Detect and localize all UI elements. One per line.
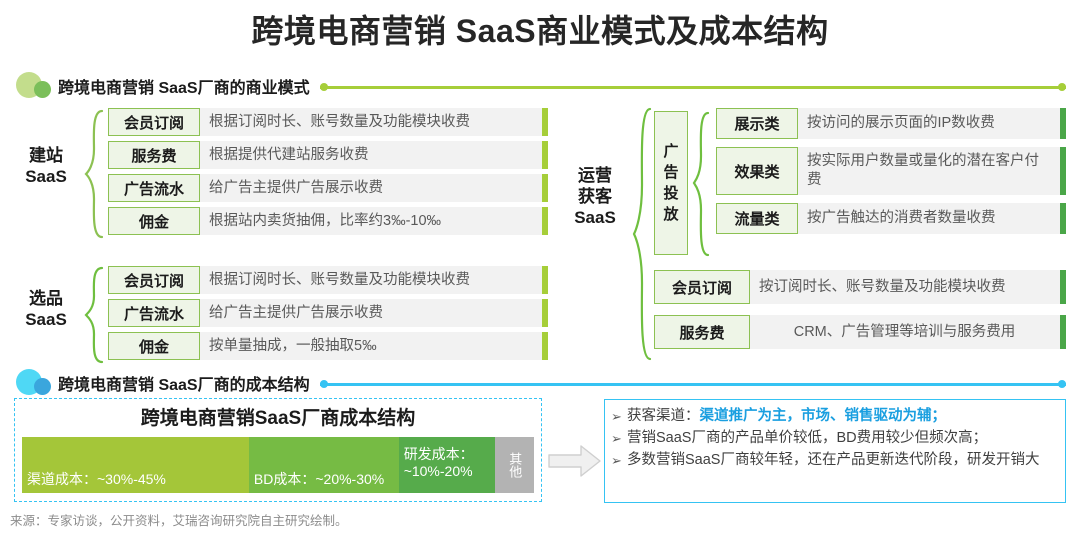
row-desc: 根据提供代建站服务收费	[209, 146, 369, 163]
bullet-arrow-icon: ➢	[611, 431, 622, 446]
table-row[interactable]: 广告流水 给广告主提供广告展示收费	[108, 174, 548, 202]
row-tag: 展示类	[716, 108, 798, 139]
table-row[interactable]: 展示类 按访问的展示页面的IP数收费	[716, 108, 1066, 139]
brace-xuanpin-icon	[84, 266, 104, 364]
section-header-business-model: 跨境电商营销 SaaS厂商的商业模式	[14, 71, 1066, 101]
row-tag: 佣金	[108, 207, 200, 235]
row-desc: 按订阅时长、账号数量及功能模块收费	[759, 278, 1006, 295]
row-accent-bar	[1060, 270, 1066, 304]
table-row[interactable]: 会员订阅 按订阅时长、账号数量及功能模块收费	[654, 270, 1066, 304]
section-rule-green	[319, 82, 1066, 91]
table-row[interactable]: 佣金 根据站内卖货抽佣，比率约3‰-10‰	[108, 207, 548, 235]
row-accent-bar	[1060, 147, 1066, 195]
row-desc: 给广告主提供广告展示收费	[209, 304, 383, 321]
row-tag: 服务费	[654, 315, 750, 349]
row-desc: 按实际用户数量或量化的潜在客户付费	[807, 153, 1039, 188]
table-row[interactable]: 服务费 CRM、广告管理等培训与服务费用	[654, 315, 1066, 349]
group-label-xuanpin: 选品 SaaS	[25, 289, 67, 329]
bar-segment-other[interactable]: 其他	[495, 437, 535, 493]
row-tag: 广告流水	[108, 299, 200, 327]
table-row[interactable]: 会员订阅 根据订阅时长、账号数量及功能模块收费	[108, 266, 548, 294]
cost-structure-chart: 跨境电商营销SaaS厂商成本结构 渠道成本：~30%-45% BD成本：~20%…	[14, 398, 542, 502]
section-title-business-model: 跨境电商营销 SaaS厂商的商业模式	[58, 80, 310, 97]
rows-jianzhan: 会员订阅 根据订阅时长、账号数量及功能模块收费 服务费 根据提供代建站服务收费 …	[108, 108, 548, 240]
row-accent-bar	[542, 299, 548, 327]
two-circles-cyan-icon	[14, 369, 58, 397]
row-tag: 会员订阅	[654, 270, 750, 304]
brace-yunying-icon	[632, 107, 652, 361]
table-row[interactable]: 效果类 按实际用户数量或量化的潜在客户付费	[716, 147, 1066, 195]
bullet-arrow-icon: ➢	[611, 453, 622, 468]
note-text: 营销SaaS厂商的产品单价较低，BD费用较少但频次高；	[627, 430, 988, 446]
list-item: ➢ 获客渠道：渠道推广为主，市场、销售驱动为辅；	[611, 406, 1057, 427]
table-row[interactable]: 流量类 按广告触达的消费者数量收费	[716, 203, 1066, 234]
row-desc: 按广告触达的消费者数量收费	[807, 210, 996, 226]
rows-yunying-direct: 会员订阅 按订阅时长、账号数量及功能模块收费 服务费 CRM、广告管理等培训与服…	[654, 270, 1066, 354]
chart-title: 跨境电商营销SaaS厂商成本结构	[140, 408, 416, 429]
row-accent-bar	[1060, 203, 1066, 234]
table-row[interactable]: 广告流水 给广告主提供广告展示收费	[108, 299, 548, 327]
note-text: 多数营销SaaS厂商较年轻，还在产品更新迭代阶段，研发开销大	[627, 452, 1040, 468]
section-title-cost-structure: 跨境电商营销 SaaS厂商的成本结构	[58, 377, 310, 394]
row-desc: 按访问的展示页面的IP数收费	[807, 115, 995, 131]
note-text: 获客渠道：渠道推广为主，市场、销售驱动为辅；	[627, 408, 946, 424]
right-arrow-icon	[548, 445, 601, 477]
bullet-arrow-icon: ➢	[611, 409, 622, 424]
row-tag: 广告流水	[108, 174, 200, 202]
section-header-cost-structure: 跨境电商营销 SaaS厂商的成本结构	[14, 368, 1066, 398]
row-accent-bar	[542, 174, 548, 202]
list-item: ➢ 营销SaaS厂商的产品单价较低，BD费用较少但频次高；	[611, 428, 1057, 449]
row-desc: 根据站内卖货抽佣，比率约3‰-10‰	[209, 212, 442, 229]
row-accent-bar	[542, 108, 548, 136]
row-desc: 按单量抽成，一般抽取5‰	[209, 337, 377, 354]
bar-segment-bd[interactable]: BD成本：~20%-30%	[248, 437, 399, 493]
list-item: ➢ 多数营销SaaS厂商较年轻，还在产品更新迭代阶段，研发开销大	[611, 450, 1057, 471]
table-row[interactable]: 佣金 按单量抽成，一般抽取5‰	[108, 332, 548, 360]
table-row[interactable]: 服务费 根据提供代建站服务收费	[108, 141, 548, 169]
row-tag: 会员订阅	[108, 266, 200, 294]
row-accent-bar	[1060, 315, 1066, 349]
table-row[interactable]: 会员订阅 根据订阅时长、账号数量及功能模块收费	[108, 108, 548, 136]
brace-guanggao-icon	[692, 111, 710, 257]
business-model-area: 建站 SaaS 会员订阅 根据订阅时长、账号数量及功能模块收费 服务费 根据提供…	[0, 103, 1080, 368]
row-desc: CRM、广告管理等培训与服务费用	[793, 323, 1016, 340]
row-tag: 流量类	[716, 203, 798, 234]
row-tag: 服务费	[108, 141, 200, 169]
rows-xuanpin: 会员订阅 根据订阅时长、账号数量及功能模块收费 广告流水 给广告主提供广告展示收…	[108, 266, 548, 365]
rows-guanggao: 展示类 按访问的展示页面的IP数收费 效果类 按实际用户数量或量化的潜在客户付费…	[716, 108, 1066, 239]
insight-notes: ➢ 获客渠道：渠道推广为主，市场、销售驱动为辅； ➢ 营销SaaS厂商的产品单价…	[604, 399, 1066, 503]
bar-segment-channel[interactable]: 渠道成本：~30%-45%	[22, 437, 249, 493]
two-circles-green-icon	[14, 72, 58, 100]
row-accent-bar	[1060, 108, 1066, 139]
section-rule-cyan	[319, 379, 1066, 388]
row-accent-bar	[542, 141, 548, 169]
source-note: 来源：专家访谈，公开资料，艾瑞咨询研究院自主研究绘制。	[10, 514, 348, 528]
group-label-yunying: 运营 获客 SaaS	[574, 166, 616, 227]
stacked-bar: 渠道成本：~30%-45% BD成本：~20%-30% 研发成本： ~10%-2…	[22, 437, 535, 493]
row-tag: 佣金	[108, 332, 200, 360]
bar-segment-rnd[interactable]: 研发成本： ~10%-20%	[398, 437, 496, 493]
row-accent-bar	[542, 332, 548, 360]
row-tag: 会员订阅	[108, 108, 200, 136]
group-label-jianzhan: 建站 SaaS	[25, 146, 67, 186]
row-desc: 根据订阅时长、账号数量及功能模块收费	[209, 271, 470, 288]
row-desc: 根据订阅时长、账号数量及功能模块收费	[209, 113, 470, 130]
row-accent-bar	[542, 266, 548, 294]
page-title: 跨境电商营销 SaaS商业模式及成本结构	[251, 13, 829, 49]
brace-jianzhan-icon	[84, 109, 104, 239]
row-accent-bar	[542, 207, 548, 235]
row-desc: 给广告主提供广告展示收费	[209, 179, 383, 196]
vertical-label-guanggaotoufang: 广 告 投 放	[654, 111, 688, 255]
row-tag: 效果类	[716, 147, 798, 195]
